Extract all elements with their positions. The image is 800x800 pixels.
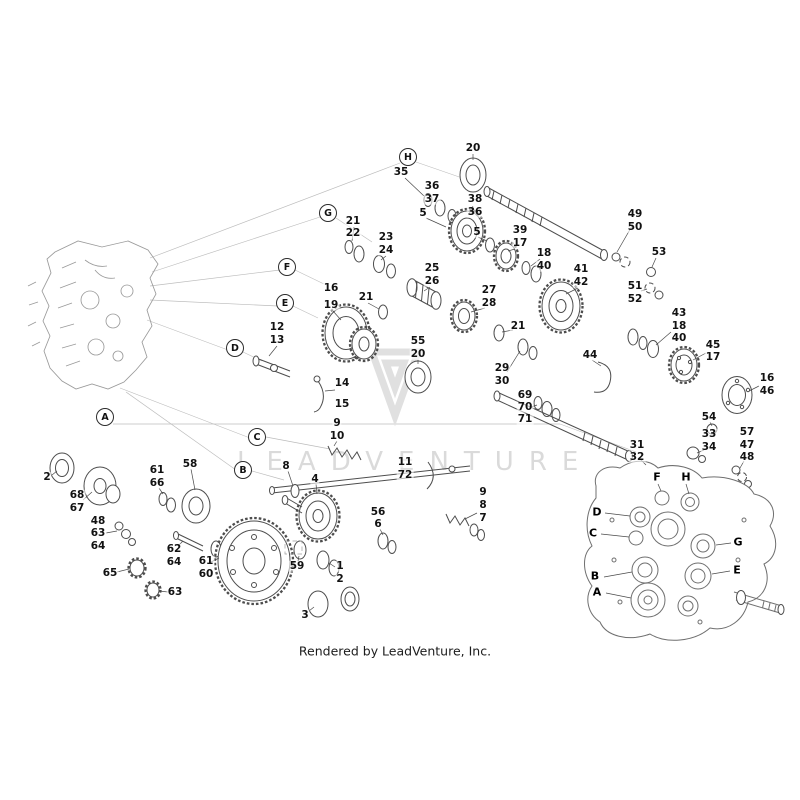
render-credit: Rendered by LeadVenture, Inc. [298, 643, 492, 659]
reverse-shaft-group [252, 303, 633, 462]
crankcase-housing [27, 240, 159, 390]
input-shaft-group [423, 157, 664, 300]
shift-rail-group [269, 445, 485, 554]
inset-assembled-view [584, 460, 785, 641]
gear-cluster-shaft-group [344, 240, 753, 488]
differential-group [49, 452, 360, 618]
